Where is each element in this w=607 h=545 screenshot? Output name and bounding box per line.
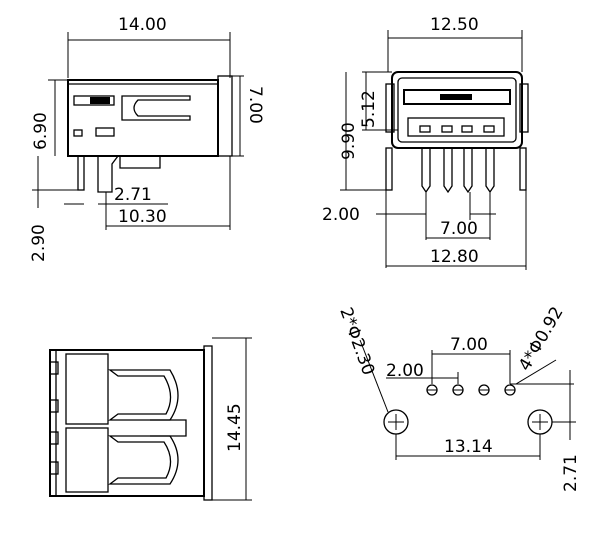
front-pin [421,148,431,194]
dim-pin-offset: 2.71 [114,185,152,205]
front-shell [391,71,523,149]
dim-height-inner: 5.12 [359,90,379,128]
top-tab [49,399,59,413]
top-view: 14.45 [49,337,252,501]
side-tab-small [73,129,83,137]
dim-peg-offset: 2.71 [561,454,581,492]
dim-height-body: 7.00 [245,86,265,124]
side-slot [73,95,115,106]
small-hole-label: 4*Φ0.92 [515,303,568,374]
front-contact [441,125,453,133]
front-pin [463,148,473,194]
big-hole-label: 2*Φ2.30 [335,305,378,378]
front-contact [483,125,495,133]
dim-pin-left: 2.00 [322,205,360,225]
top-slot-lower [65,427,109,493]
top-latch [150,419,187,437]
side-tab [95,127,115,137]
side-pin-left [77,155,85,191]
front-contact [461,125,473,133]
top-spring-upper [108,369,179,421]
side-view: 14.00 6.90 7.00 2.90 2.71 [29,15,265,262]
dim-width-bottom: 12.80 [430,247,479,267]
side-body [67,79,219,157]
dim-length: 14.45 [225,403,245,452]
dim-pin-span: 7.00 [450,335,488,355]
front-contact [419,125,431,133]
dim-peg-span: 13.14 [444,437,493,457]
front-peg-left [385,147,393,191]
side-slot-fill [90,97,110,104]
pcb-footprint: 7.00 2.00 4*Φ0.92 2*Φ2.30 13.14 2.71 [335,303,581,492]
dim-width-top: 12.50 [430,15,479,35]
leader-small-hole [515,359,557,385]
front-ear-left [385,83,395,133]
front-view: 12.50 5.12 9.90 2.00 [322,15,529,270]
front-ear-right [519,83,529,133]
dim-pin-len: 2.90 [29,224,49,262]
top-slot-upper [65,353,109,425]
side-spring [121,95,191,121]
top-spring-lower [108,435,179,485]
side-flange [217,75,233,157]
front-tongue [403,89,511,105]
dim-height-total: 9.90 [339,122,359,160]
dim-pin-inner: 7.00 [440,219,478,239]
top-body [49,349,205,497]
dim-height-top: 6.90 [31,112,51,150]
top-tab [49,361,59,375]
front-tongue-mark [440,94,472,100]
top-tab [49,431,59,445]
leader-big-hole [359,339,389,413]
front-cavity [407,117,505,137]
dim-pin-span: 10.30 [118,207,167,227]
side-pin-right [119,156,161,169]
front-pin [485,148,495,194]
top-flange [203,345,213,501]
top-tab [49,461,59,475]
dim-pin-pitch: 2.00 [386,361,424,381]
front-peg-right [519,147,527,191]
side-pin-mid [97,155,119,193]
dim-width-total: 14.00 [118,15,167,35]
front-pin [443,148,453,194]
front-shell-inner [397,77,517,143]
